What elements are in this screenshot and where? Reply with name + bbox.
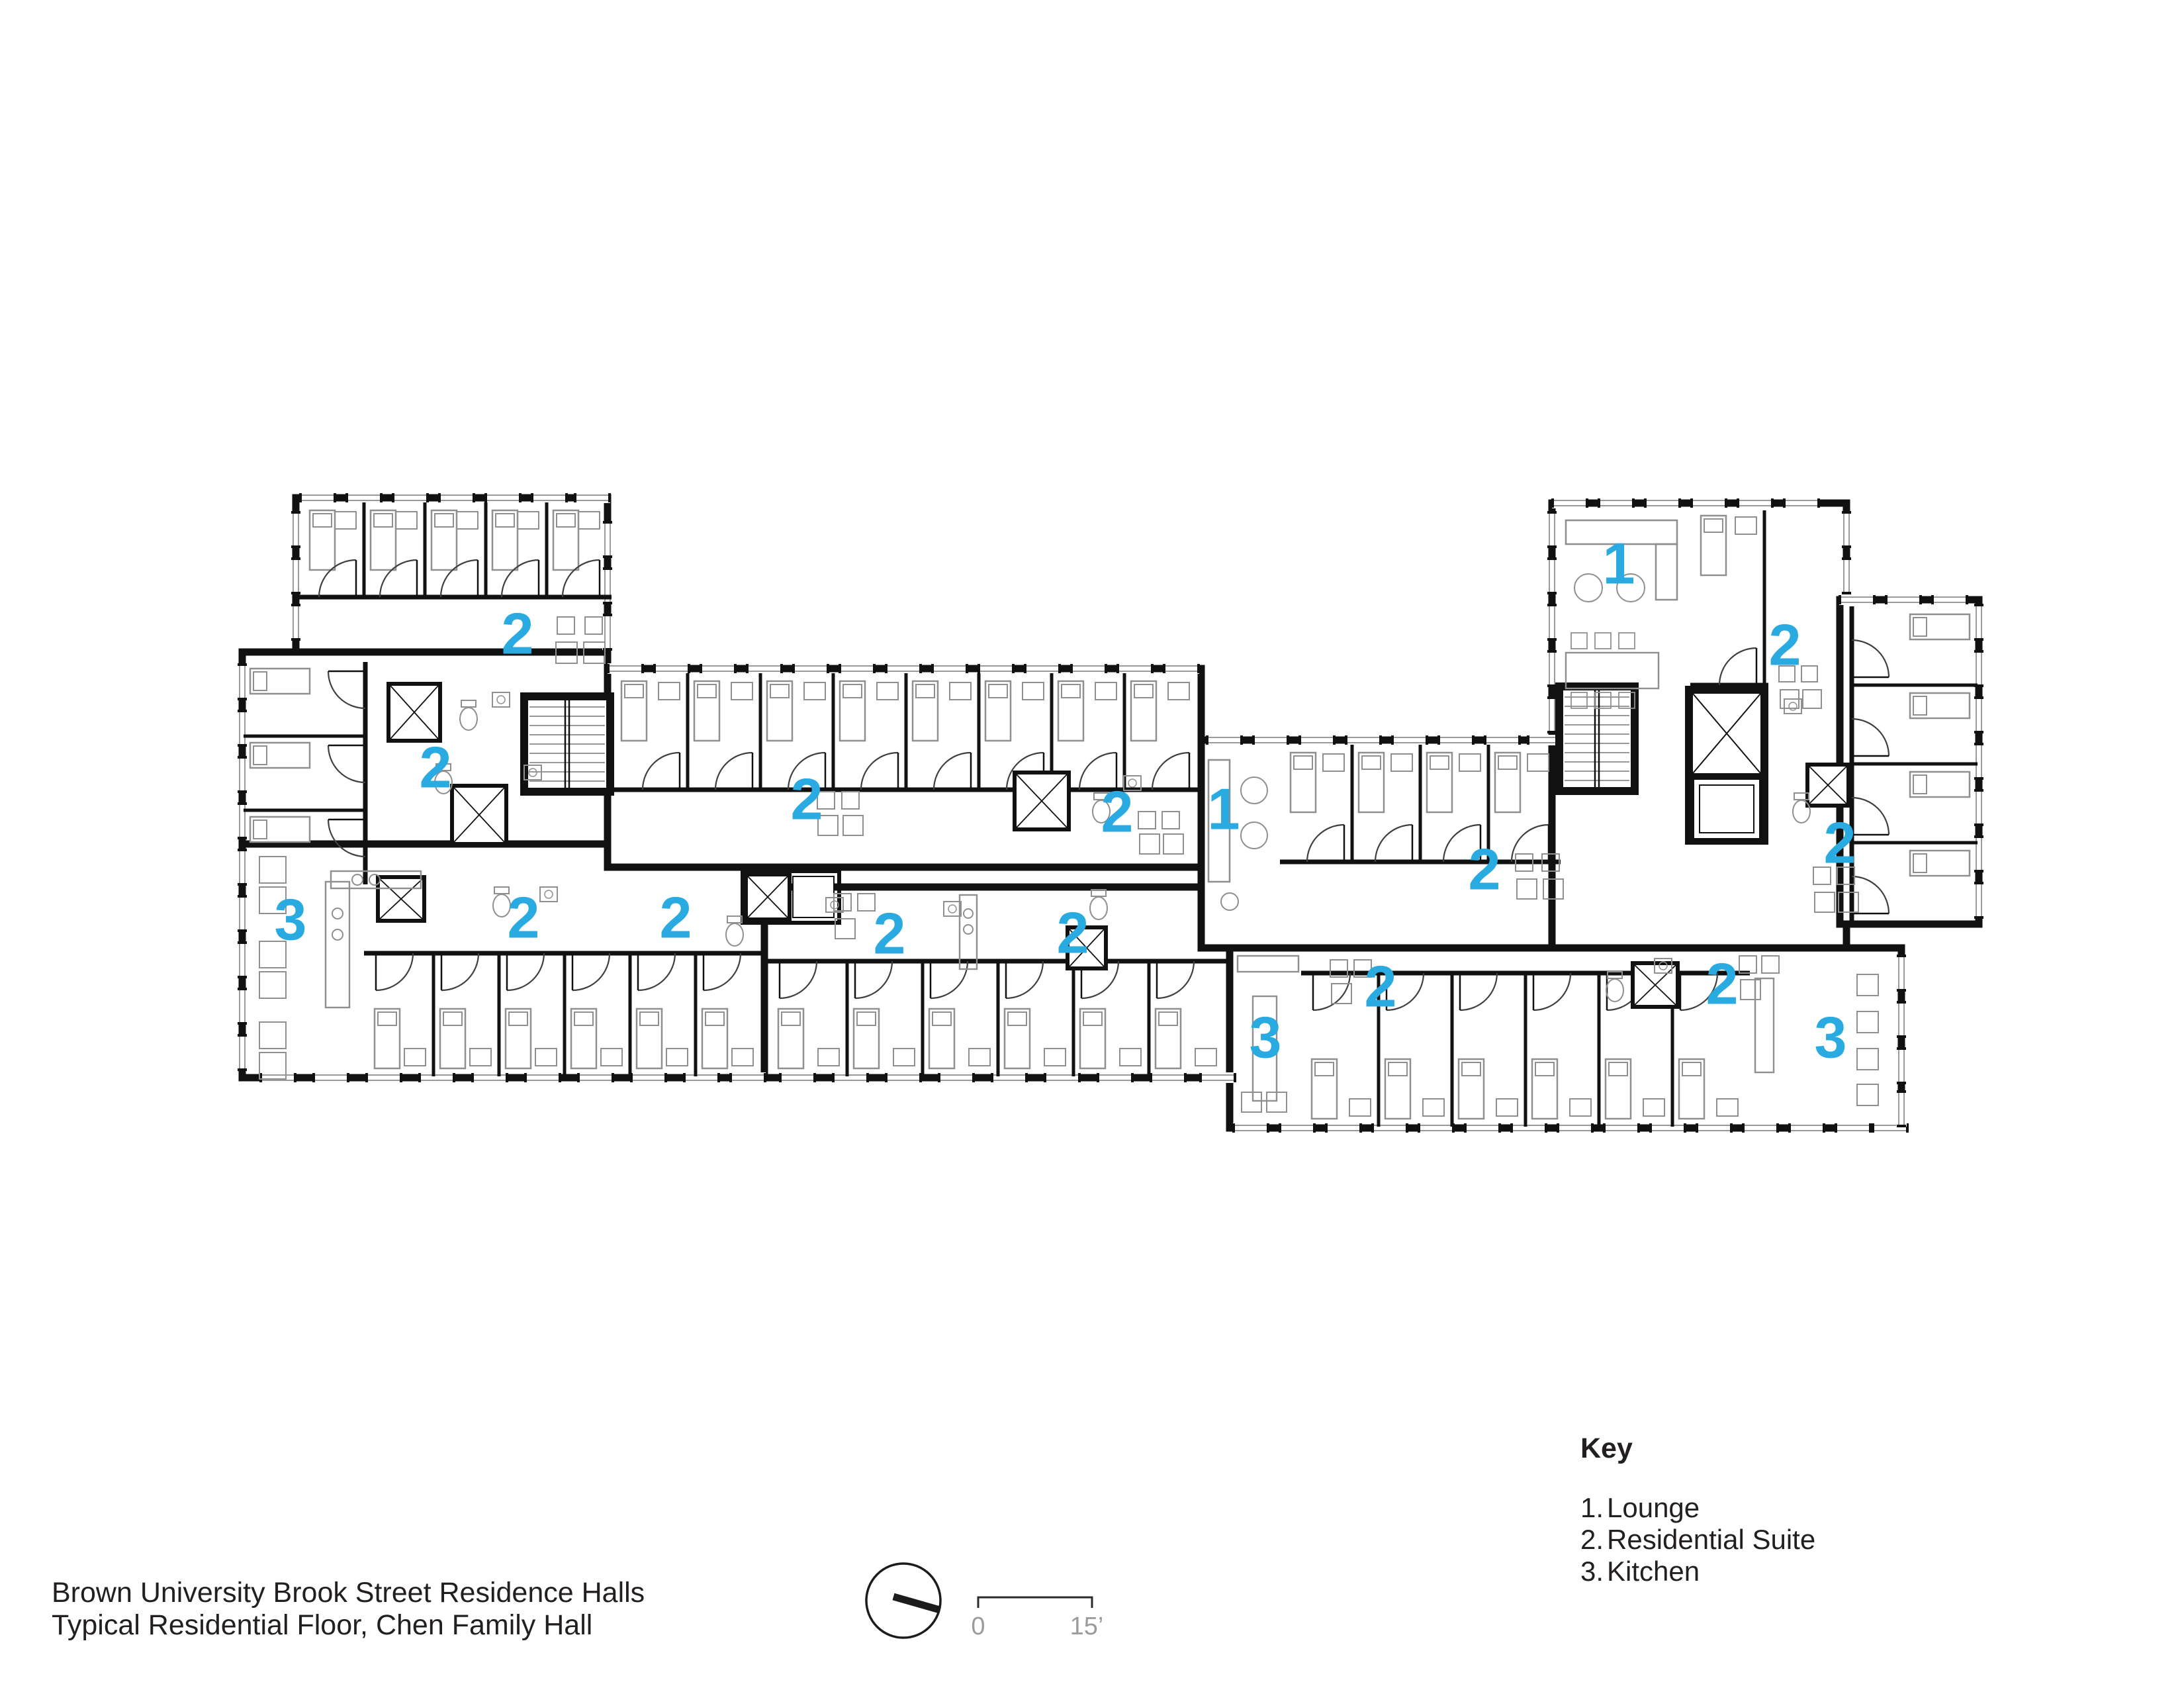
scale-bar xyxy=(977,1596,1093,1608)
room-number-label: 2 xyxy=(1823,810,1856,876)
scale-start-label: 0 xyxy=(971,1613,985,1640)
key-item-label: Residential Suite xyxy=(1607,1524,1816,1555)
room-number-label: 2 xyxy=(790,766,823,832)
room-number-label: 2 xyxy=(1768,612,1801,678)
room-number-label: 2 xyxy=(501,600,534,667)
key-item-label: Lounge xyxy=(1607,1492,1700,1523)
key-item-number: 1. xyxy=(1580,1492,1604,1523)
room-number-label: 2 xyxy=(1364,953,1397,1019)
sheet-title-line1: Brown University Brook Street Residence … xyxy=(52,1577,645,1609)
key-heading: Key xyxy=(1580,1432,1633,1464)
key-item-number: 2. xyxy=(1580,1524,1604,1555)
room-number-label: 2 xyxy=(873,900,906,966)
key-legend: Key 1. Lounge 2. Residential Suite 3. Ki… xyxy=(1580,1434,1815,1587)
north-arrow-icon xyxy=(865,1562,942,1639)
room-number-label: 2 xyxy=(507,884,540,951)
key-item-label: Kitchen xyxy=(1607,1556,1700,1587)
room-number-label: 2 xyxy=(1101,778,1134,845)
room-number-label: 2 xyxy=(659,884,692,951)
key-item-number: 3. xyxy=(1580,1556,1604,1587)
scale-end-label: 15’ xyxy=(1069,1613,1104,1640)
room-number-label: 3 xyxy=(274,886,307,953)
sheet-title: Brown University Brook Street Residence … xyxy=(52,1577,645,1642)
room-number-label: 1 xyxy=(1207,776,1240,842)
room-number-label: 3 xyxy=(1249,1004,1282,1070)
key-item-kitchen: 3. Kitchen xyxy=(1580,1556,1815,1587)
room-number-label: 2 xyxy=(1468,836,1501,902)
room-number-label: 2 xyxy=(419,734,452,800)
room-number-label: 2 xyxy=(1706,951,1739,1017)
room-number-label: 1 xyxy=(1602,530,1635,596)
room-number-label: 3 xyxy=(1814,1004,1847,1070)
sheet-title-line2: Typical Residential Floor, Chen Family H… xyxy=(52,1609,593,1641)
room-number-label: 2 xyxy=(1056,900,1089,966)
key-item-lounge: 1. Lounge xyxy=(1580,1492,1815,1524)
key-item-residential-suite: 2. Residential Suite xyxy=(1580,1524,1815,1556)
